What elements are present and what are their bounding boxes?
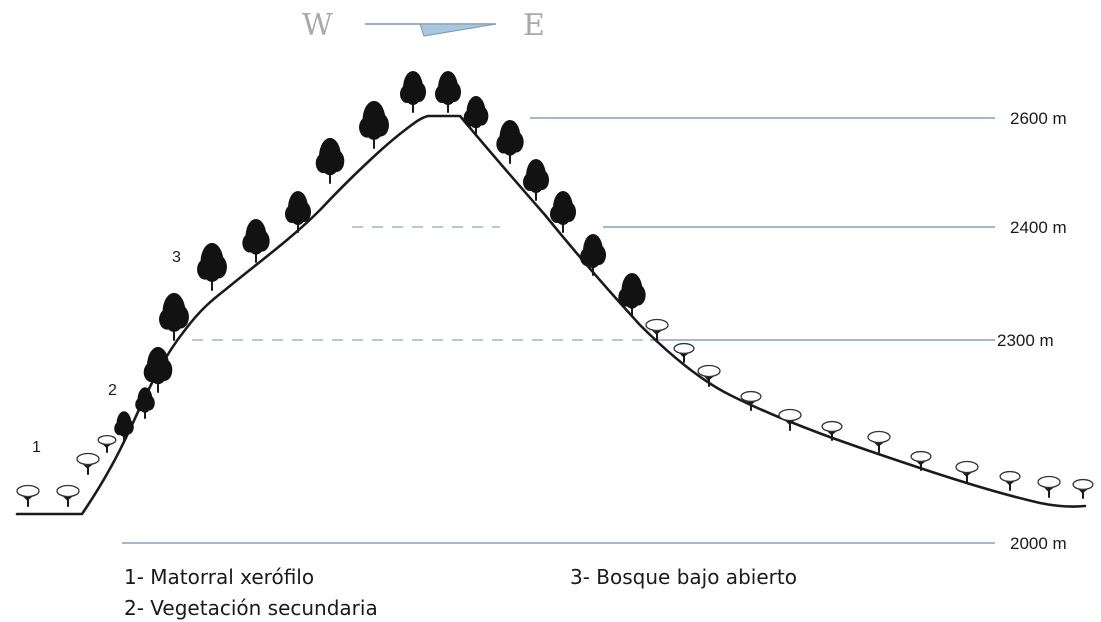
open-tree-icon [76, 452, 100, 475]
dense-tree-icon [496, 119, 524, 164]
open-tree-icon [645, 318, 669, 341]
zone-marker-3: 3 [172, 249, 181, 266]
elevation-label-2400: 2400 m [1010, 218, 1067, 237]
open-tree-icon [1072, 478, 1094, 499]
dense-tree-icon [285, 191, 311, 233]
legend-item-1: 1- Matorral xerófilo [124, 565, 314, 589]
dense-tree-icon [435, 71, 461, 113]
west-label: W [302, 8, 333, 43]
dense-tree-icon [315, 137, 345, 184]
dense-tree-icon [550, 191, 576, 233]
orientation-arrow-icon [365, 23, 497, 37]
east-label: E [523, 8, 545, 43]
dense-tree-icon [523, 159, 549, 201]
elevation-label-2600: 2600 m [1010, 109, 1067, 128]
open-tree-icon [1037, 475, 1061, 498]
dense-tree-icon [400, 71, 426, 113]
open-tree-icon [740, 390, 762, 411]
dense-tree-group [114, 71, 646, 443]
dense-tree-icon [463, 96, 489, 136]
open-tree-icon [673, 342, 695, 363]
dense-tree-icon [114, 411, 134, 443]
elevation-label-2300: 2300 m [997, 331, 1054, 350]
dense-tree-icon [580, 234, 606, 276]
open-tree-icon [867, 430, 891, 453]
dense-tree-icon [359, 100, 389, 149]
zone-marker-1: 1 [32, 439, 41, 456]
dense-tree-icon [135, 387, 155, 419]
terrain-profile [15, 114, 1087, 516]
dense-tree-icon [618, 272, 646, 317]
dense-tree-icon [197, 242, 227, 291]
legend-item-3: 3- Bosque bajo abierto [570, 565, 797, 589]
open-tree-icon [999, 470, 1021, 491]
open-tree-group [16, 318, 1094, 507]
open-tree-icon [16, 484, 40, 507]
elevation-label-2000: 2000 m [1010, 534, 1067, 553]
dense-tree-icon [143, 346, 173, 393]
dense-tree-icon [159, 292, 189, 341]
open-tree-icon [821, 420, 843, 441]
open-tree-icon [97, 434, 117, 453]
open-tree-icon [697, 364, 721, 387]
zone-marker-2: 2 [108, 382, 117, 399]
legend-item-2: 2- Vegetación secundaria [124, 596, 378, 620]
open-tree-icon [56, 484, 80, 507]
open-tree-icon [910, 450, 932, 471]
dense-tree-icon [242, 218, 270, 263]
open-tree-icon [955, 460, 979, 483]
open-tree-icon [778, 408, 802, 431]
